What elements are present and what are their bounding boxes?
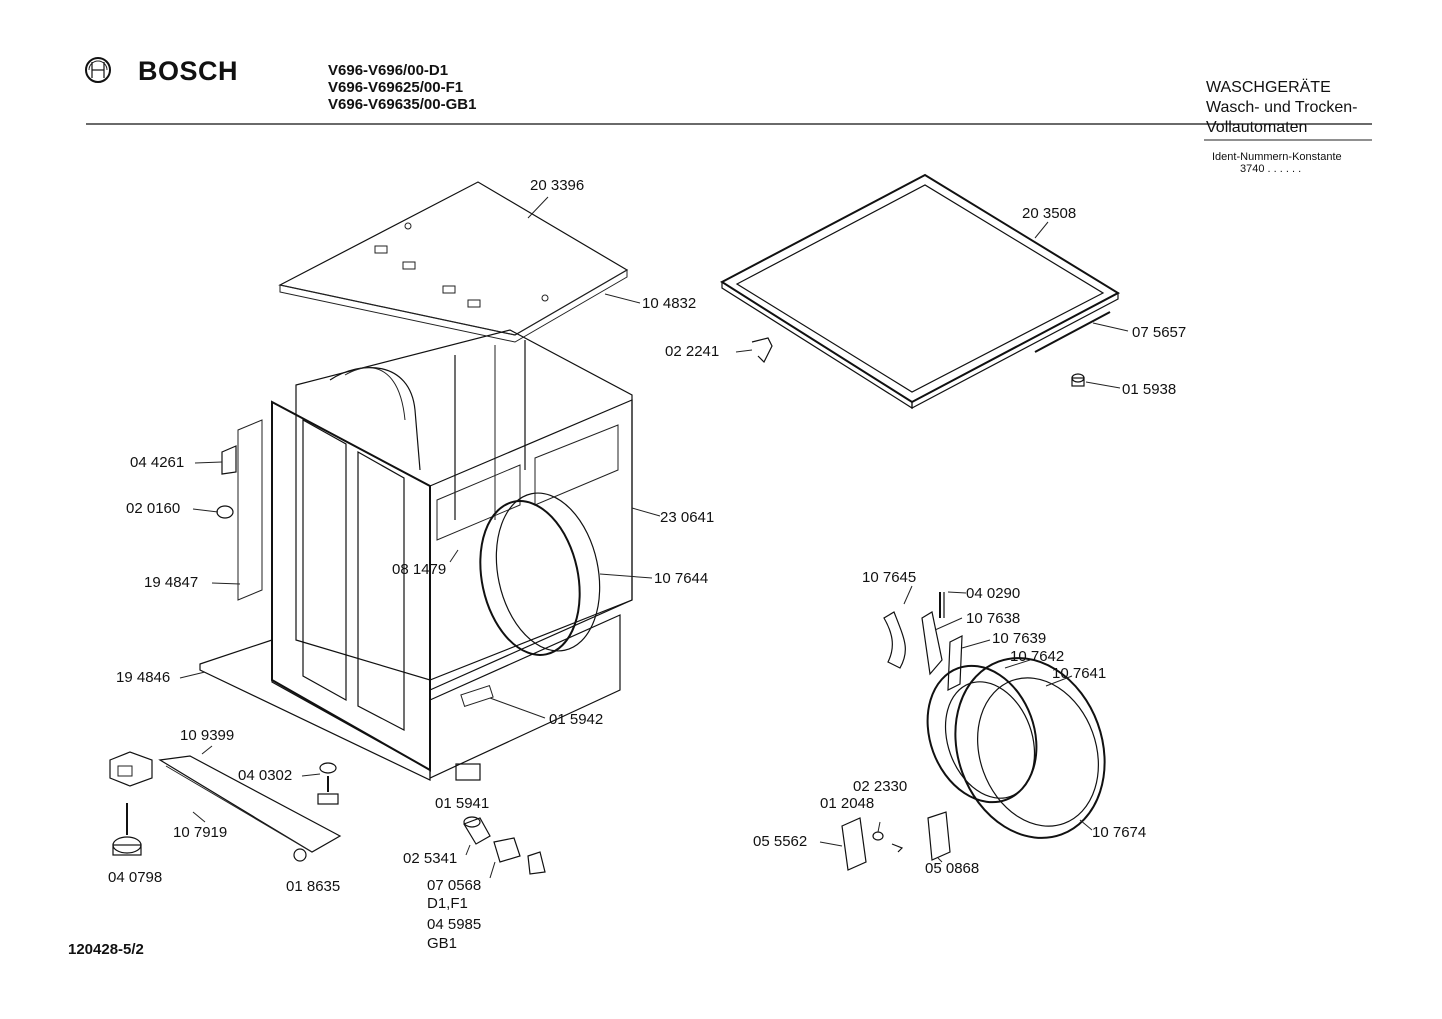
worktop-drawing bbox=[720, 173, 1129, 410]
hose-and-valve-drawing bbox=[463, 816, 546, 879]
part-label: 10 7642 bbox=[1010, 648, 1065, 665]
part-label: 10 7674 bbox=[1092, 824, 1147, 841]
part-label: 19 4846 bbox=[116, 669, 171, 686]
part-label: GB1 bbox=[427, 935, 458, 952]
part-label: 01 5942 bbox=[549, 711, 604, 728]
part-label: 01 8635 bbox=[286, 878, 341, 895]
part-label: 05 0868 bbox=[925, 860, 980, 877]
part-label: 07 0568 bbox=[427, 877, 482, 894]
part-label: 02 0160 bbox=[126, 500, 181, 517]
part-label: 10 4832 bbox=[642, 295, 697, 312]
part-label: 04 0798 bbox=[108, 869, 163, 886]
door-assembly-drawing bbox=[819, 585, 1106, 871]
part-label: 20 3508 bbox=[1022, 205, 1077, 222]
part-label: 02 2330 bbox=[853, 778, 908, 795]
ident-label: Ident-Nummern-Konstante bbox=[1212, 151, 1342, 163]
part-label: 10 7639 bbox=[992, 630, 1047, 647]
top-plate-drawing bbox=[278, 181, 641, 343]
category-line-3: Vollautomaten bbox=[1206, 119, 1308, 136]
part-label: 04 0290 bbox=[966, 585, 1021, 602]
part-label: 23 0641 bbox=[660, 509, 715, 526]
document-id: 120428-5/2 bbox=[68, 941, 144, 958]
part-label: 10 7644 bbox=[654, 570, 709, 587]
part-label: 02 2241 bbox=[665, 343, 720, 360]
part-label: 07 5657 bbox=[1132, 324, 1187, 341]
part-label: 04 0302 bbox=[238, 767, 293, 784]
part-label: 08 1479 bbox=[392, 561, 447, 578]
pump-and-feet-drawing bbox=[109, 745, 342, 862]
category-line-1: WASCHGERÄTE bbox=[1206, 79, 1331, 96]
part-label: 20 3396 bbox=[530, 177, 585, 194]
part-label: 10 7919 bbox=[173, 824, 228, 841]
part-label: 19 4847 bbox=[144, 574, 199, 591]
part-label: 10 9399 bbox=[180, 727, 235, 744]
model-line-2: V696-V69625/00-F1 bbox=[328, 79, 464, 96]
part-label: 01 5938 bbox=[1122, 381, 1177, 398]
housing-frame-drawing bbox=[179, 329, 661, 781]
part-label: 02 5341 bbox=[403, 850, 458, 867]
part-label: 05 5562 bbox=[753, 833, 808, 850]
part-label: D1,F1 bbox=[427, 895, 468, 912]
brand-name: BOSCH bbox=[138, 56, 239, 86]
part-label: 10 7638 bbox=[966, 610, 1021, 627]
bosch-armature-icon bbox=[85, 57, 111, 83]
model-line-3: V696-V69635/00-GB1 bbox=[328, 96, 477, 113]
part-label: 10 7641 bbox=[1052, 665, 1107, 682]
model-line-1: V696-V696/00-D1 bbox=[328, 62, 449, 79]
ident-value: 3740 . . . . . . bbox=[1240, 163, 1302, 175]
category-line-2: Wasch- und Trocken- bbox=[1206, 99, 1358, 116]
part-label: 01 5941 bbox=[435, 795, 490, 812]
part-label: 01 2048 bbox=[820, 795, 875, 812]
part-label: 04 5985 bbox=[427, 916, 482, 933]
part-label: 10 7645 bbox=[862, 569, 917, 586]
part-label: 04 4261 bbox=[130, 454, 185, 471]
